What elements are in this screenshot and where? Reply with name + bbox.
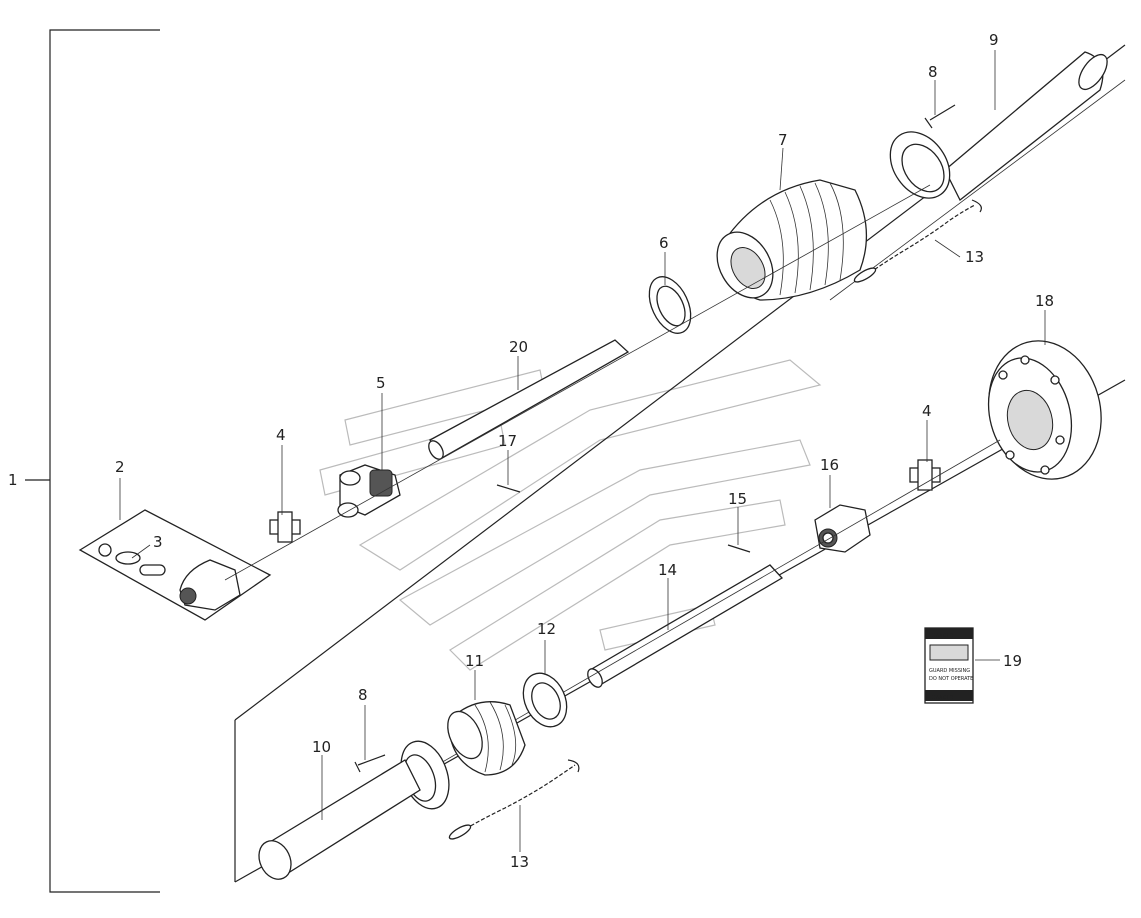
- callout-1: 1: [8, 471, 18, 489]
- callout-labels: 1 2 3 4 5 6 7 8 9 10 11 12 13 13 14 15 1…: [8, 31, 1054, 871]
- profile-tube-inner: [428, 339, 630, 460]
- cross-kit-left: [269, 511, 301, 543]
- callout-2: 2: [115, 458, 125, 476]
- watermark-logo: [319, 359, 822, 671]
- decal-text-1: GUARD MISSING: [929, 668, 970, 674]
- cross-kit-right: [909, 459, 941, 491]
- clutch-flange: [987, 340, 1102, 480]
- leader-lines: [119, 50, 1046, 852]
- callout-15: 15: [728, 490, 747, 508]
- decal-bottom-banner: DANGER: [932, 695, 954, 701]
- warning-decal: DANGER GUARD MISSING DO NOT OPERATE DANG…: [924, 627, 974, 704]
- profile-tube-outer: [587, 564, 784, 688]
- assembly-bracket: [25, 29, 160, 893]
- inner-yoke: [337, 464, 401, 518]
- roll-pin-lower: [727, 544, 751, 553]
- callout-10: 10: [312, 738, 331, 756]
- outer-yoke-left: [179, 559, 241, 611]
- callout-20: 20: [509, 338, 528, 356]
- outer-yoke-right: [814, 504, 871, 553]
- callout-19: 19: [1003, 652, 1022, 670]
- callout-11: 11: [465, 652, 484, 670]
- roll-pin-upper: [496, 484, 521, 493]
- screw-upper: [924, 104, 956, 129]
- callout-6: 6: [659, 234, 669, 252]
- callout-4-right: 4: [922, 402, 932, 420]
- callout-4-left: 4: [276, 426, 286, 444]
- yoke-kit-plate: [78, 509, 272, 621]
- callout-5: 5: [376, 374, 386, 392]
- callout-3: 3: [153, 533, 163, 551]
- decal-top-banner: DANGER: [932, 633, 954, 639]
- callout-8-lower: 8: [358, 686, 368, 704]
- safety-chain-upper: [853, 199, 982, 283]
- callout-9: 9: [989, 31, 999, 49]
- guard-ring-lower: [522, 672, 568, 728]
- callout-7: 7: [778, 131, 788, 149]
- axis-lower: [419, 439, 1001, 776]
- guard-ring-upper: [648, 276, 692, 334]
- callout-8-upper: 8: [928, 63, 938, 81]
- callout-13-upper: 13: [965, 248, 984, 266]
- bellows-guard-large: [716, 179, 868, 301]
- guard-bearing-upper: [889, 131, 951, 199]
- callout-16: 16: [820, 456, 839, 474]
- callout-18: 18: [1035, 292, 1054, 310]
- callout-12: 12: [537, 620, 556, 638]
- outer-tube-upper: [944, 51, 1108, 202]
- callout-17: 17: [498, 432, 517, 450]
- screw-lower: [354, 754, 386, 773]
- callout-13-lower: 13: [510, 853, 529, 871]
- callout-14: 14: [658, 561, 677, 579]
- safety-chain-lower: [448, 759, 580, 840]
- axis-upper: [224, 184, 931, 581]
- outer-tube-lower: [258, 759, 421, 880]
- bellows-guard-small: [447, 701, 526, 776]
- decal-text-2: DO NOT OPERATE: [929, 676, 973, 682]
